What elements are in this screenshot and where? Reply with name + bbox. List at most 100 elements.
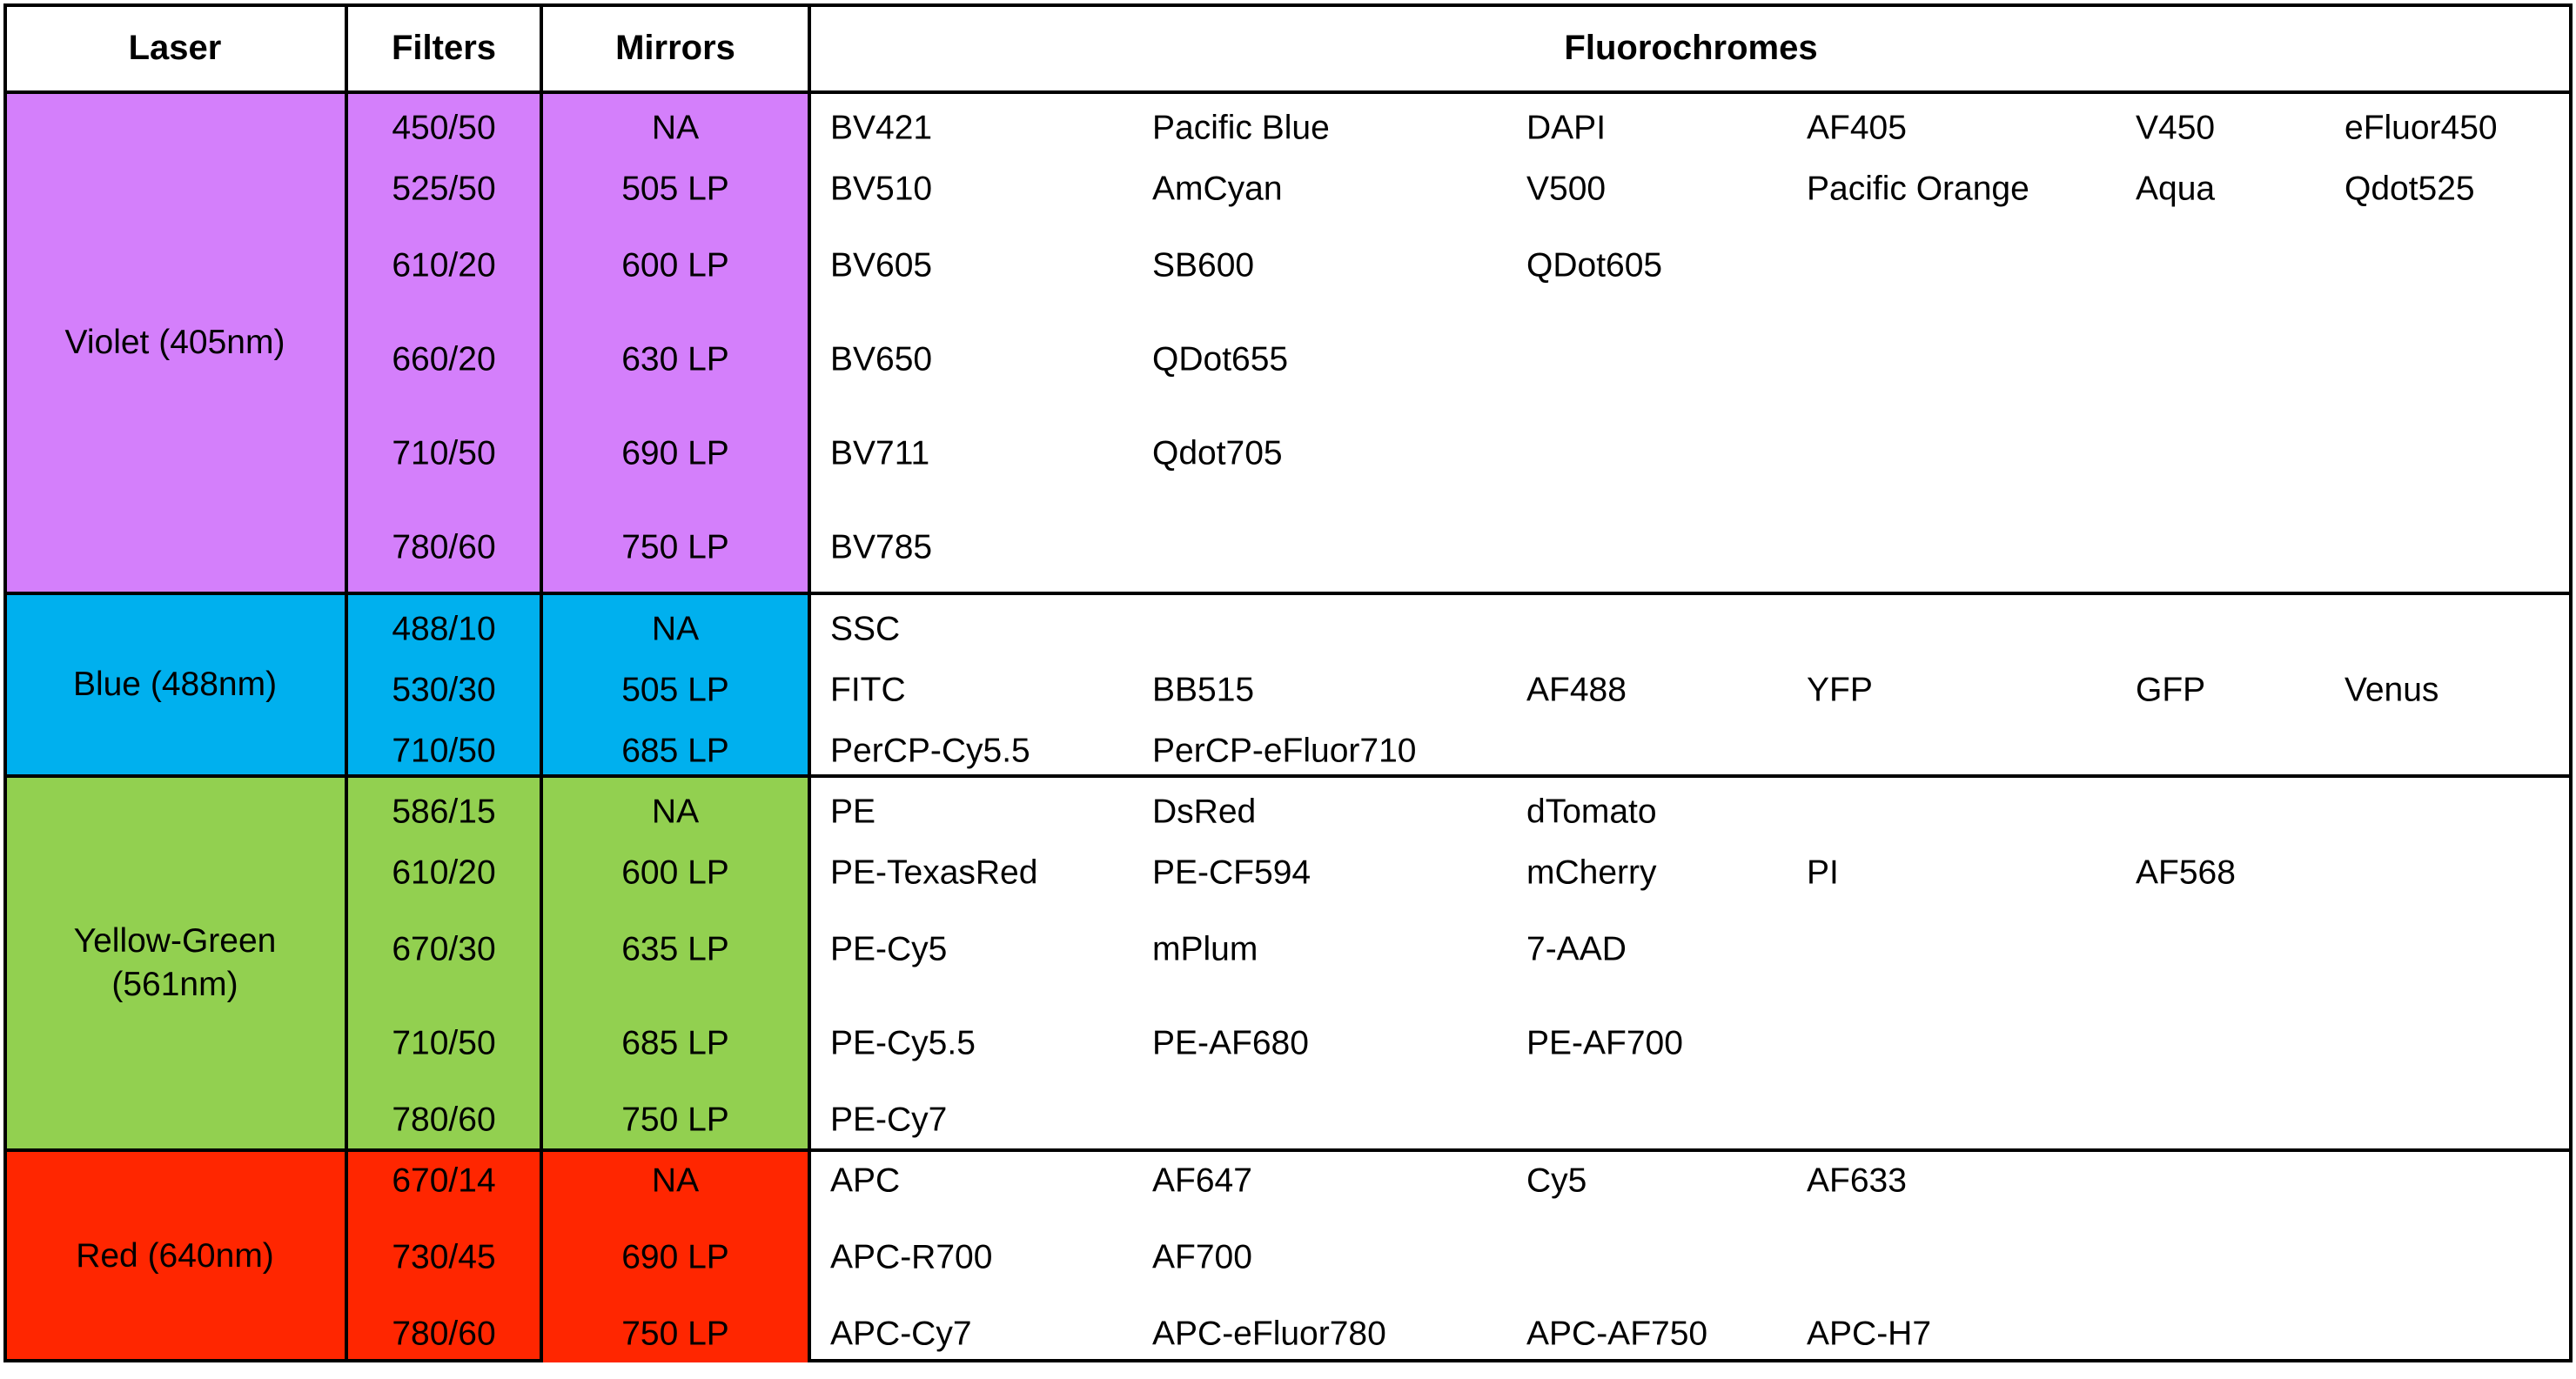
mirror-value: 600 LP: [621, 854, 729, 892]
filter-value: 670/30: [392, 930, 496, 968]
fluorochrome-name: mCherry: [1526, 854, 1657, 892]
fluorochrome-name: Cy5: [1526, 1161, 1587, 1200]
fluorochrome-name: BV510: [830, 170, 933, 208]
fluorochrome-name: QDot655: [1152, 340, 1289, 378]
border-right: [2569, 3, 2573, 1362]
fluorochrome-name: V450: [2136, 109, 2216, 147]
filter-value: 586/15: [392, 793, 496, 831]
mirror-value: NA: [651, 1161, 700, 1200]
filter-value: 670/14: [392, 1161, 496, 1200]
header-filters: Filters: [391, 28, 497, 67]
laser-label-yellow-green-line1: Yellow-Green: [73, 922, 277, 960]
violet-band: [3, 92, 809, 593]
fluorochrome-name: AF647: [1152, 1161, 1252, 1200]
fluorochrome-name: APC-H7: [1807, 1315, 1932, 1353]
yellow-green-band: [3, 776, 809, 1150]
border-laser-filters: [345, 3, 348, 1362]
fluorochrome-name: DAPI: [1526, 109, 1607, 147]
fluorochrome-name: AF633: [1807, 1161, 1907, 1200]
fluorochrome-name: AF700: [1152, 1238, 1252, 1276]
mirror-value: NA: [651, 793, 700, 831]
fluorochrome-name: BV650: [830, 340, 933, 378]
fluorochrome-name: Pacific Orange: [1807, 170, 2029, 208]
fluorochrome-name: Pacific Blue: [1152, 109, 1330, 147]
border-violet-blue: [3, 592, 2573, 595]
border-filters-mirrors: [540, 3, 543, 1362]
laser-label-violet: Violet (405nm): [64, 324, 285, 361]
mirror-value: 505 LP: [621, 671, 729, 709]
fluorochrome-name: APC: [830, 1161, 901, 1200]
border-bottom-laser: [3, 1359, 543, 1362]
filter-value: 610/20: [392, 854, 496, 892]
mirror-value: 750 LP: [621, 1101, 729, 1139]
laser-label-red: Red (640nm): [76, 1237, 274, 1275]
fluorochrome-name: PE-AF680: [1152, 1024, 1309, 1062]
fluorochrome-name: Qdot525: [2345, 170, 2475, 208]
filter-value: 730/45: [392, 1238, 496, 1276]
mirror-value: 685 LP: [621, 1024, 729, 1062]
filter-value: 780/60: [392, 528, 496, 566]
mirror-value: NA: [651, 109, 700, 147]
border-top: [3, 3, 2573, 7]
fluorochrome-name: PE-Cy5: [830, 930, 948, 968]
fluorochrome-name: QDot605: [1526, 246, 1663, 285]
border-yellow-green-red: [3, 1148, 2573, 1152]
fluorochrome-name: mPlum: [1152, 930, 1258, 968]
fluorochrome-name: AF488: [1526, 671, 1627, 709]
fluorochrome-name: dTomato: [1526, 793, 1657, 831]
mirror-value: 690 LP: [621, 1238, 729, 1276]
fluorochrome-name: Venus: [2345, 671, 2439, 709]
mirror-value: 685 LP: [621, 732, 729, 770]
mirror-value: 635 LP: [621, 930, 729, 968]
fluorochrome-name: SB600: [1152, 246, 1255, 285]
fluorochrome-name: eFluor450: [2345, 109, 2498, 147]
header-mirrors: Mirrors: [615, 28, 735, 67]
mirror-value: 630 LP: [621, 340, 729, 378]
laser-label-blue: Blue (488nm): [72, 666, 278, 703]
red-band: [3, 1150, 809, 1362]
filter-value: 610/20: [392, 246, 496, 285]
fluorochrome-name: Aqua: [2136, 170, 2216, 208]
border-header-bottom: [3, 90, 2573, 94]
filter-value: 710/50: [392, 732, 496, 770]
fluorochrome-name: AF568: [2136, 854, 2236, 892]
fluorochrome-name: PE: [830, 793, 876, 831]
fluorochrome-name: PE-Cy7: [830, 1101, 948, 1139]
fluorochrome-name: PerCP-Cy5.5: [830, 732, 1030, 770]
fluorochrome-name: 7-AAD: [1526, 930, 1627, 968]
border-mirrors-fluorochromes: [808, 3, 811, 1362]
fluorochrome-name: SSC: [830, 610, 901, 648]
laser-configuration-table: Laser Filters Mirrors Fluorochromes Viol…: [3, 3, 2573, 1362]
fluorochrome-name: PI: [1807, 854, 1839, 892]
fluorochrome-name: DsRed: [1152, 793, 1257, 831]
fluorochrome-name: APC-eFluor780: [1152, 1315, 1386, 1353]
fluorochrome-name: APC-AF750: [1526, 1315, 1708, 1353]
fluorochrome-name: AF405: [1807, 109, 1907, 147]
header-laser: Laser: [128, 28, 222, 67]
fluorochrome-name: GFP: [2136, 671, 2206, 709]
border-bottom-fluorochromes: [808, 1359, 2573, 1362]
filter-value: 530/30: [392, 671, 496, 709]
mirror-value: 750 LP: [621, 528, 729, 566]
fluorochrome-name: APC-Cy7: [830, 1315, 972, 1353]
fluorochrome-name: PE-AF700: [1526, 1024, 1683, 1062]
fluorochrome-name: PE-CF594: [1152, 854, 1311, 892]
filter-value: 710/50: [392, 434, 496, 472]
fluorochrome-name: YFP: [1807, 671, 1873, 709]
fluorochrome-name: BV605: [830, 246, 933, 285]
mirror-value: 505 LP: [621, 170, 729, 208]
fluorochrome-name: V500: [1526, 170, 1607, 208]
border-blue-yellow-green: [3, 774, 2573, 778]
fluorochrome-name: PE-Cy5.5: [830, 1024, 976, 1062]
mirror-value: NA: [651, 610, 700, 648]
header-fluorochromes: Fluorochromes: [1564, 28, 1818, 67]
border-left: [3, 3, 7, 1362]
filter-value: 488/10: [392, 610, 496, 648]
fluorochrome-name: BV711: [830, 434, 930, 472]
fluorochrome-name: BB515: [1152, 671, 1255, 709]
fluorochrome-name: BV421: [830, 109, 933, 147]
filter-value: 660/20: [392, 340, 496, 378]
filter-value: 710/50: [392, 1024, 496, 1062]
fluorochrome-name: Qdot705: [1152, 434, 1283, 472]
fluorochrome-name: APC-R700: [830, 1238, 993, 1276]
